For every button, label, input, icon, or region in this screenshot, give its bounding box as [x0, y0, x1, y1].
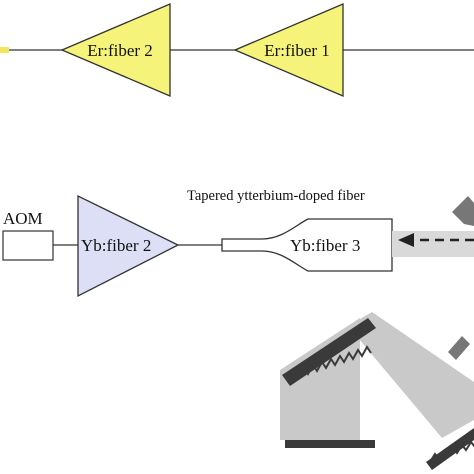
er-fiber-1-label: Er:fiber 1 [264, 41, 330, 60]
er-fiber-2-label: Er:fiber 2 [87, 41, 153, 60]
yb-fiber-2-label: Yb:fiber 2 [81, 236, 151, 255]
right-mirror-small [448, 336, 470, 360]
seed-marker-icon [0, 47, 9, 53]
aom-label: AOM [3, 209, 43, 228]
tapered-fiber-label: Tapered ytterbium-doped fiber [187, 188, 365, 204]
arrow-head-icon [398, 233, 414, 247]
yb-fiber-3-label: Yb:fiber 3 [290, 236, 360, 255]
compressor-beam-diagonal [348, 312, 474, 438]
er-fiber-2-amplifier [60, 3, 171, 97]
output-beam-horizontal [392, 231, 474, 257]
lower-grating-icon [426, 428, 474, 470]
tapered-fiber-3 [221, 218, 393, 272]
bottom-mount [285, 440, 375, 448]
upper-right-mirror [452, 196, 474, 226]
yb-fiber-2-amplifier [77, 194, 180, 298]
upper-grating-icon [282, 318, 376, 386]
aom-block [2, 230, 54, 261]
er-fiber-1-amplifier [233, 3, 344, 97]
